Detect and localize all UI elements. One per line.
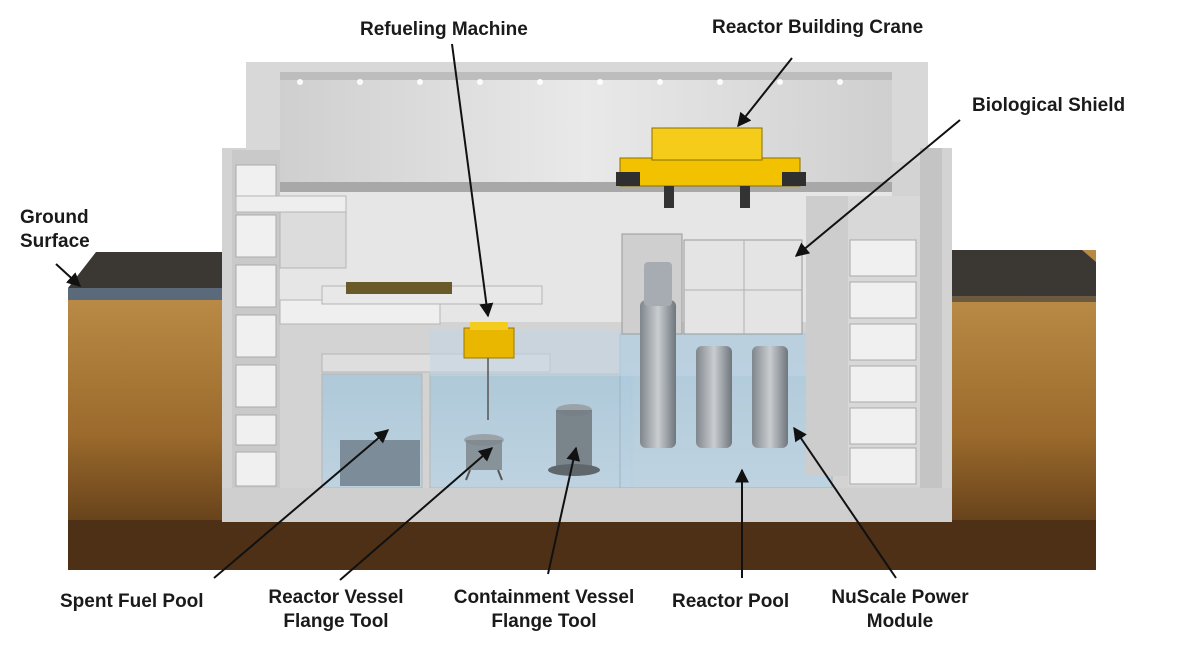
arrow-biological-shield bbox=[794, 119, 961, 257]
label-containment-vessel-flange-tool: Containment Vessel Flange Tool bbox=[438, 586, 650, 634]
label-biological-shield: Biological Shield bbox=[972, 95, 1126, 116]
arrow-reactor-building-crane bbox=[737, 57, 793, 128]
label-nuscale-power-module: NuScale Power Module bbox=[820, 586, 980, 634]
arrow-ground-surface bbox=[55, 263, 82, 287]
label-spent-fuel-pool: Spent Fuel Pool bbox=[60, 591, 204, 612]
label-reactor-vessel-flange-tool: Reactor Vessel Flange Tool bbox=[256, 586, 416, 634]
arrow-spent-fuel-pool bbox=[213, 429, 390, 579]
label-ground-surface-line1: Ground bbox=[20, 207, 89, 228]
arrow-containment-vessel-flange-tool bbox=[547, 446, 581, 575]
refueling-machine-graphic bbox=[463, 322, 515, 420]
reactor-building-crane-graphic bbox=[616, 127, 806, 208]
label-reactor-pool: Reactor Pool bbox=[672, 591, 790, 612]
arrow-nuscale-power-module bbox=[793, 426, 897, 579]
arrow-refueling-machine bbox=[451, 43, 494, 318]
label-containment-vessel-flange-tool-line2: Flange Tool bbox=[491, 611, 597, 632]
label-refueling-machine: Refueling Machine bbox=[360, 19, 528, 40]
ground-surface bbox=[68, 250, 1096, 302]
label-ground-surface-line2: Surface bbox=[20, 231, 90, 252]
arrow-reactor-vessel-flange-tool bbox=[339, 447, 494, 581]
label-reactor-vessel-flange-tool-line1: Reactor Vessel bbox=[268, 587, 404, 608]
label-containment-vessel-flange-tool-line1: Containment Vessel bbox=[453, 587, 635, 608]
leader-arrows bbox=[55, 43, 961, 581]
label-reactor-building-crane: Reactor Building Crane bbox=[712, 17, 924, 38]
label-nuscale-power-module-line1: NuScale Power bbox=[831, 587, 969, 608]
nuscale-power-modules bbox=[640, 262, 788, 448]
label-ground-surface: Ground Surface bbox=[20, 206, 90, 254]
label-nuscale-power-module-line2: Module bbox=[866, 611, 934, 632]
label-reactor-vessel-flange-tool-line2: Flange Tool bbox=[283, 611, 389, 632]
